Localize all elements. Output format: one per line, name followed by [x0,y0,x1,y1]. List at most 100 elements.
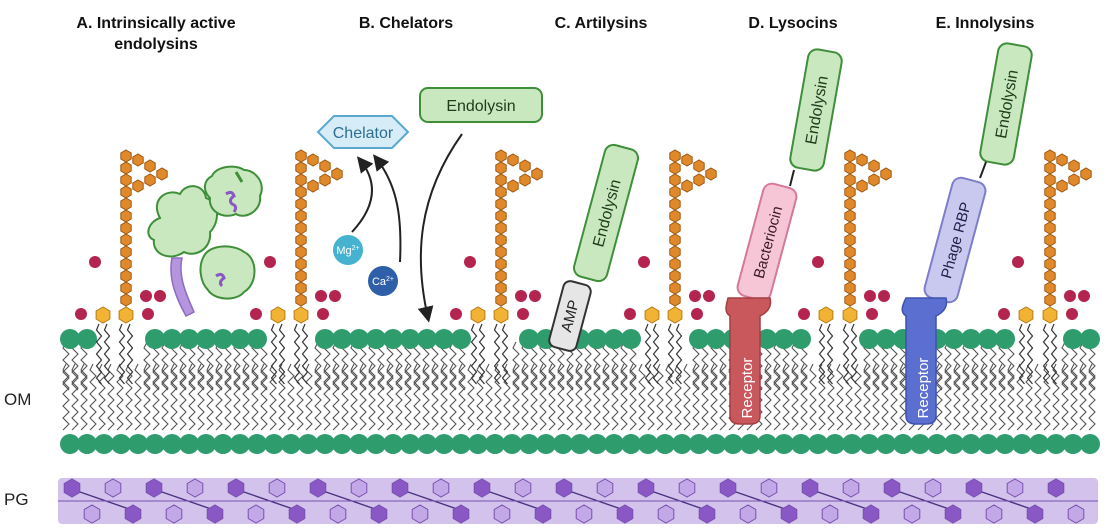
lipid-a-tail [103,323,111,385]
lps-sugar [295,293,307,307]
lipid-tail [647,363,655,431]
lps-sugar [693,159,705,173]
pg-sugar [965,478,983,498]
phospholipid-head [349,329,369,349]
pg-sugar [227,478,245,498]
phospholipid-head [502,434,522,454]
lipid-tail [116,363,124,431]
pg-sugar [944,504,962,524]
lps-sugar [495,197,507,211]
lps-sugar [856,179,868,193]
lps-sugar [295,233,307,247]
pg-sugar [329,504,347,524]
pg-sugar [104,478,122,498]
panel-c-artilysin: Endolysin AMP [548,143,639,352]
lipid-tail [692,341,700,391]
lipid-tail [197,363,205,431]
lipid-tail [989,363,997,431]
lipid-tail [944,363,952,431]
phospholipid-head [162,434,182,454]
bacteriocin-domain: Bacteriocin [736,182,798,302]
lipid-tail [800,341,808,391]
lps-sugar [669,257,681,271]
pg-sugar [391,478,409,498]
lipid-tail [980,341,988,391]
lps-sugar [669,269,681,283]
phospholipid-head [366,434,386,454]
phospholipid-head [247,329,267,349]
lipid-tail [557,363,565,431]
lipid-a-tail [675,323,683,385]
lipid-tail [350,363,358,431]
lipid-tail [278,363,286,431]
panel-a-endolysins [147,165,263,317]
phospholipid-head [366,329,386,349]
pg-sugar [698,504,716,524]
lipid-tail [62,341,70,391]
lipid-tail [98,363,106,431]
lipid-tail [881,363,889,431]
lipid-tail [206,341,214,391]
phospholipid-head [315,329,335,349]
ca-ion-label: Ca2+ [372,276,394,288]
lipid-tail [323,363,331,431]
lipid-tail [935,363,943,431]
phospholipid-head [1080,329,1100,349]
pg-sugar [206,504,224,524]
phospholipid-head [230,329,250,349]
lipid-tail [413,363,421,431]
endolysin-free [419,87,543,123]
phospholipid-head [825,434,845,454]
lipid-tail [827,363,835,431]
phospholipid-head [400,329,420,349]
phospholipid-head [1063,329,1083,349]
lipid-tail [251,341,259,391]
lipid-tail [224,363,232,431]
lps-layer [75,149,1092,385]
lipid-tail [863,341,871,391]
lps-sugar [1056,153,1068,167]
lipid-tail [494,363,502,431]
pg-sugar [575,504,593,524]
lipid-tail [215,341,223,391]
pg-sugar [903,504,921,524]
pg-sugar [268,478,286,498]
phosphate [517,308,529,320]
lps-sugar [844,281,856,295]
lipid-tail [350,341,358,391]
innolysin-linker [979,161,987,179]
lipid-tail [719,341,727,391]
lipid-tail [395,341,403,391]
lipid-tail [314,341,322,391]
phospholipid-head [434,329,454,349]
lipid-tail [557,341,565,391]
lps-sugar [1044,173,1056,187]
lipid-tail [341,341,349,391]
lipid-tail [80,341,88,391]
phospholipid-head [94,434,114,454]
lps-sugar [669,209,681,223]
lipid-tail [1070,363,1078,431]
artilysin-endolysin-domain: Endolysin [573,143,639,283]
lps-sugar [880,167,892,181]
lipid-tail [422,341,430,391]
lipid-tail [854,363,862,431]
pg-sugar [862,504,880,524]
phospholipid-head [604,434,624,454]
lipid-a-tail [501,323,509,385]
lipid-tail [152,341,160,391]
lipid-tail [575,341,583,391]
lipid-a-head [293,306,309,324]
lipid-tail [665,363,673,431]
lipid-tail [161,363,169,431]
lipid-tail [359,363,367,431]
lipid-tail [170,341,178,391]
pg-sugar [801,478,819,498]
lps-sugar [868,159,880,173]
lipid-tail [944,341,952,391]
lipid-a-tail [850,323,858,385]
lipid-tail [359,341,367,391]
mg-ion [333,235,363,265]
lps-sugar [495,269,507,283]
lps-sugar [156,167,168,181]
